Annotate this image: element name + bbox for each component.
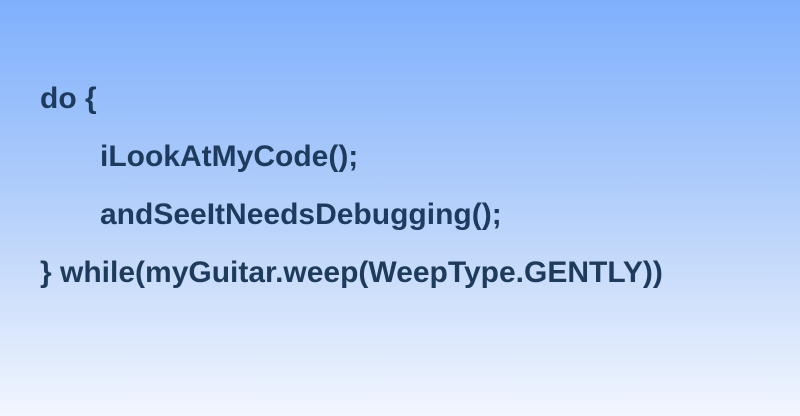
- code-line-while-condition: } while(myGuitar.weep(WeepType.GENTLY)): [40, 256, 663, 289]
- code-snippet: do { iLookAtMyCode(); andSeeItNeedsDebug…: [40, 76, 663, 308]
- code-line-needs-debugging: andSeeItNeedsDebugging();: [100, 198, 502, 231]
- code-line-do-open: do {: [40, 82, 97, 115]
- code-line-look-at-code: iLookAtMyCode();: [100, 140, 359, 173]
